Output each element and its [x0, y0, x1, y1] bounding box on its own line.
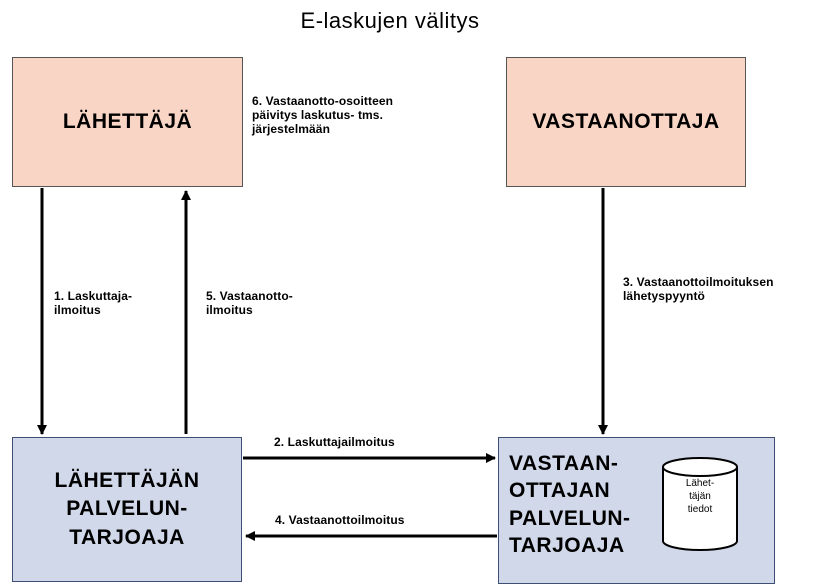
step4-label: 4. Vastaanottoilmoitus: [275, 513, 405, 527]
receiver-service-provider-label: VASTAAN- OTTAJAN PALVELUN- TARJOAJA: [509, 452, 631, 557]
step6-label: 6. Vastaanotto-osoitteen päivitys laskut…: [252, 94, 394, 136]
receiver-label: VASTAANOTTAJA: [532, 109, 720, 133]
step5-label: 5. Vastaanotto- ilmoitus: [206, 289, 293, 317]
database-icon: [662, 457, 738, 551]
sender-service-provider-box: LÄHETTÄJÄN PALVELUN- TARJOAJA: [12, 437, 242, 582]
receiver-box: VASTAANOTTAJA: [506, 57, 746, 187]
step1-label: 1. Laskuttaja- ilmoitus: [54, 289, 133, 317]
database-label: Lähet- täjän tiedot: [685, 478, 715, 515]
sender-box: LÄHETTÄJÄ: [12, 57, 243, 187]
step3-label: 3. Vastaanottoilmoituksen lähetyspyyntö: [623, 275, 774, 303]
database-cylinder: Lähet- täjän tiedot: [660, 457, 740, 553]
diagram-title: E-laskujen välitys: [300, 8, 480, 33]
sender-service-provider-label: LÄHETTÄJÄN PALVELUN- TARJOAJA: [54, 468, 200, 549]
step2-label: 2. Laskuttajailmoitus: [274, 435, 395, 449]
sender-label: LÄHETTÄJÄ: [62, 109, 193, 133]
